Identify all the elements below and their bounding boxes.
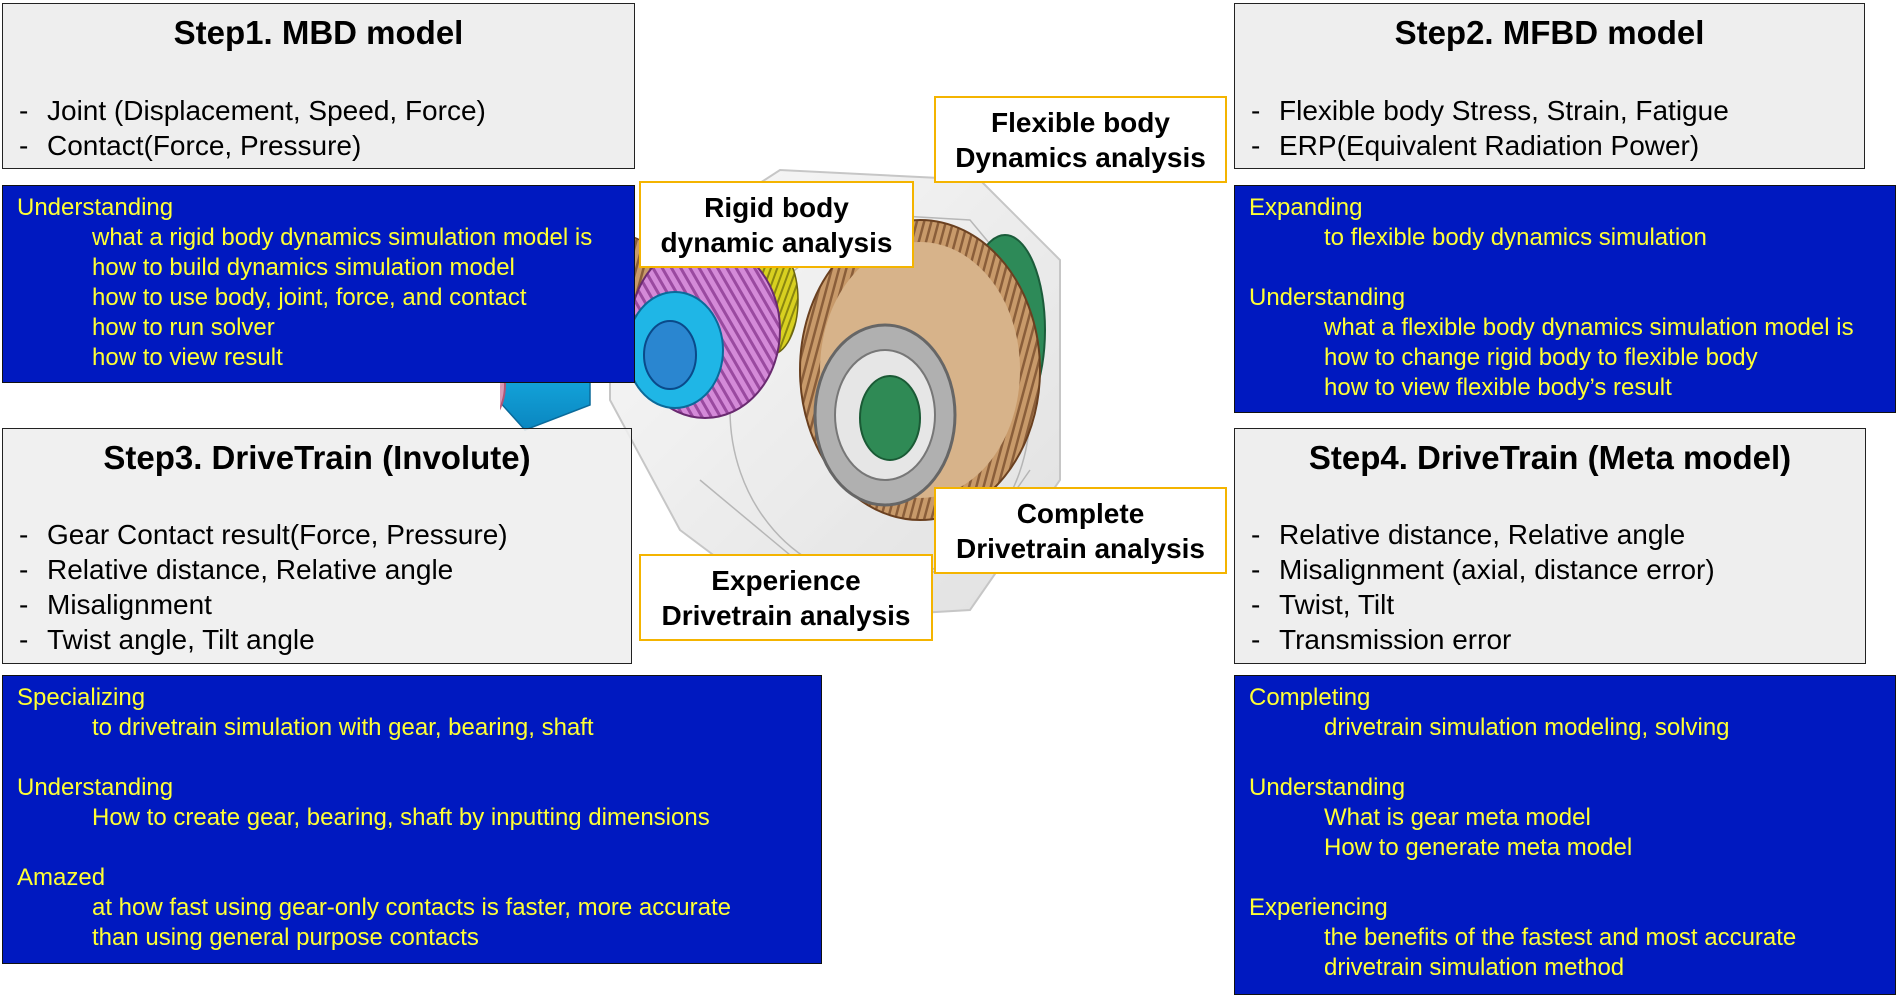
step4-title: Step4. DriveTrain (Meta model) xyxy=(1308,439,1792,476)
list-item: -Misalignment (axial, distance error) xyxy=(1251,554,1715,585)
group-heading: Specializing xyxy=(17,684,146,711)
step1-blue-box: Understanding what a rigid body dynamics… xyxy=(2,185,635,383)
list-item: -Relative distance, Relative angle xyxy=(19,554,454,585)
label-experience-drivetrain: Experience Drivetrain analysis xyxy=(639,554,933,641)
group-line: to drivetrain simulation with gear, bear… xyxy=(92,714,594,741)
group-line: how to use body, joint, force, and conta… xyxy=(92,284,527,311)
label-line: Drivetrain analysis xyxy=(661,599,911,631)
group-line: What is gear meta model xyxy=(1324,804,1591,831)
label-line: Dynamics analysis xyxy=(955,141,1206,173)
label-line: dynamic analysis xyxy=(660,226,893,258)
label-line: Flexible body xyxy=(991,106,1170,138)
group-line: how to view result xyxy=(92,344,283,371)
list-item: -Joint (Displacement, Speed, Force) xyxy=(19,95,486,126)
label-line: Complete xyxy=(1016,497,1145,529)
step2-blue-box: Expanding to flexible body dynamics simu… xyxy=(1234,185,1896,413)
group-heading: Expanding xyxy=(1249,194,1363,221)
list-item: -ERP(Equivalent Radiation Power) xyxy=(1251,130,1700,161)
group-heading: Experiencing xyxy=(1249,894,1388,921)
step4-blue-box: Completing drivetrain simulation modelin… xyxy=(1234,675,1896,995)
group-line: what a rigid body dynamics simulation mo… xyxy=(92,224,593,251)
list-item: -Gear Contact result(Force, Pressure) xyxy=(19,519,508,550)
group-line: how to build dynamics simulation model xyxy=(92,254,515,281)
label-rigid-body: Rigid body dynamic analysis xyxy=(639,181,914,268)
group-line: than using general purpose contacts xyxy=(92,924,479,951)
list-item: -Contact(Force, Pressure) xyxy=(19,130,362,161)
list-item: -Flexible body Stress, Strain, Fatigue xyxy=(1251,95,1729,126)
label-line: Drivetrain analysis xyxy=(955,532,1206,564)
step3-box: Step3. DriveTrain (Involute) -Gear Conta… xyxy=(2,428,632,664)
group-line: How to generate meta model xyxy=(1324,834,1633,861)
list-item: -Misalignment xyxy=(19,589,212,620)
step3-list: -Gear Contact result(Force, Pressure) -R… xyxy=(19,517,508,657)
step1-box: Step1. MBD model -Joint (Displacement, S… xyxy=(2,3,635,169)
group-line: how to change rigid body to flexible bod… xyxy=(1324,344,1758,371)
label-line: Experience xyxy=(711,564,861,596)
list-item: -Twist angle, Tilt angle xyxy=(19,624,315,655)
group-heading: Understanding xyxy=(1249,774,1406,801)
group-heading: Understanding xyxy=(1249,284,1406,311)
group-heading: Amazed xyxy=(17,864,106,891)
group-line: what a flexible body dynamics simulation… xyxy=(1324,314,1854,341)
group-line: to flexible body dynamics simulation xyxy=(1324,224,1707,251)
group-line: how to run solver xyxy=(92,314,275,341)
step4-list: -Relative distance, Relative angle -Misa… xyxy=(1251,517,1715,657)
label-complete-drivetrain: Complete Drivetrain analysis xyxy=(934,487,1227,574)
group-line: at how fast using gear-only contacts is … xyxy=(92,894,731,921)
step2-list: -Flexible body Stress, Strain, Fatigue -… xyxy=(1251,93,1729,163)
step2-box: Step2. MFBD model -Flexible body Stress,… xyxy=(1234,3,1865,169)
step4-box: Step4. DriveTrain (Meta model) -Relative… xyxy=(1234,428,1866,664)
group-heading: Understanding xyxy=(17,194,174,221)
step2-title: Step2. MFBD model xyxy=(1394,14,1705,51)
step3-title: Step3. DriveTrain (Involute) xyxy=(103,439,531,476)
label-flexible-body: Flexible body Dynamics analysis xyxy=(934,96,1227,183)
group-line: drivetrain simulation method xyxy=(1324,954,1625,981)
label-line: Rigid body xyxy=(704,191,849,223)
group-line: drivetrain simulation modeling, solving xyxy=(1324,714,1730,741)
list-item: -Transmission error xyxy=(1251,624,1512,655)
group-heading: Completing xyxy=(1249,684,1371,711)
step1-title: Step1. MBD model xyxy=(173,14,464,51)
group-line: How to create gear, bearing, shaft by in… xyxy=(92,804,710,831)
group-heading: Understanding xyxy=(17,774,174,801)
group-line: the benefits of the fastest and most acc… xyxy=(1324,924,1797,951)
list-item: -Twist, Tilt xyxy=(1251,589,1395,620)
step3-blue-box: Specializing to drivetrain simulation wi… xyxy=(2,675,822,964)
list-item: -Relative distance, Relative angle xyxy=(1251,519,1686,550)
group-line: how to view flexible body’s result xyxy=(1324,374,1672,401)
step1-list: -Joint (Displacement, Speed, Force) -Con… xyxy=(19,93,486,163)
